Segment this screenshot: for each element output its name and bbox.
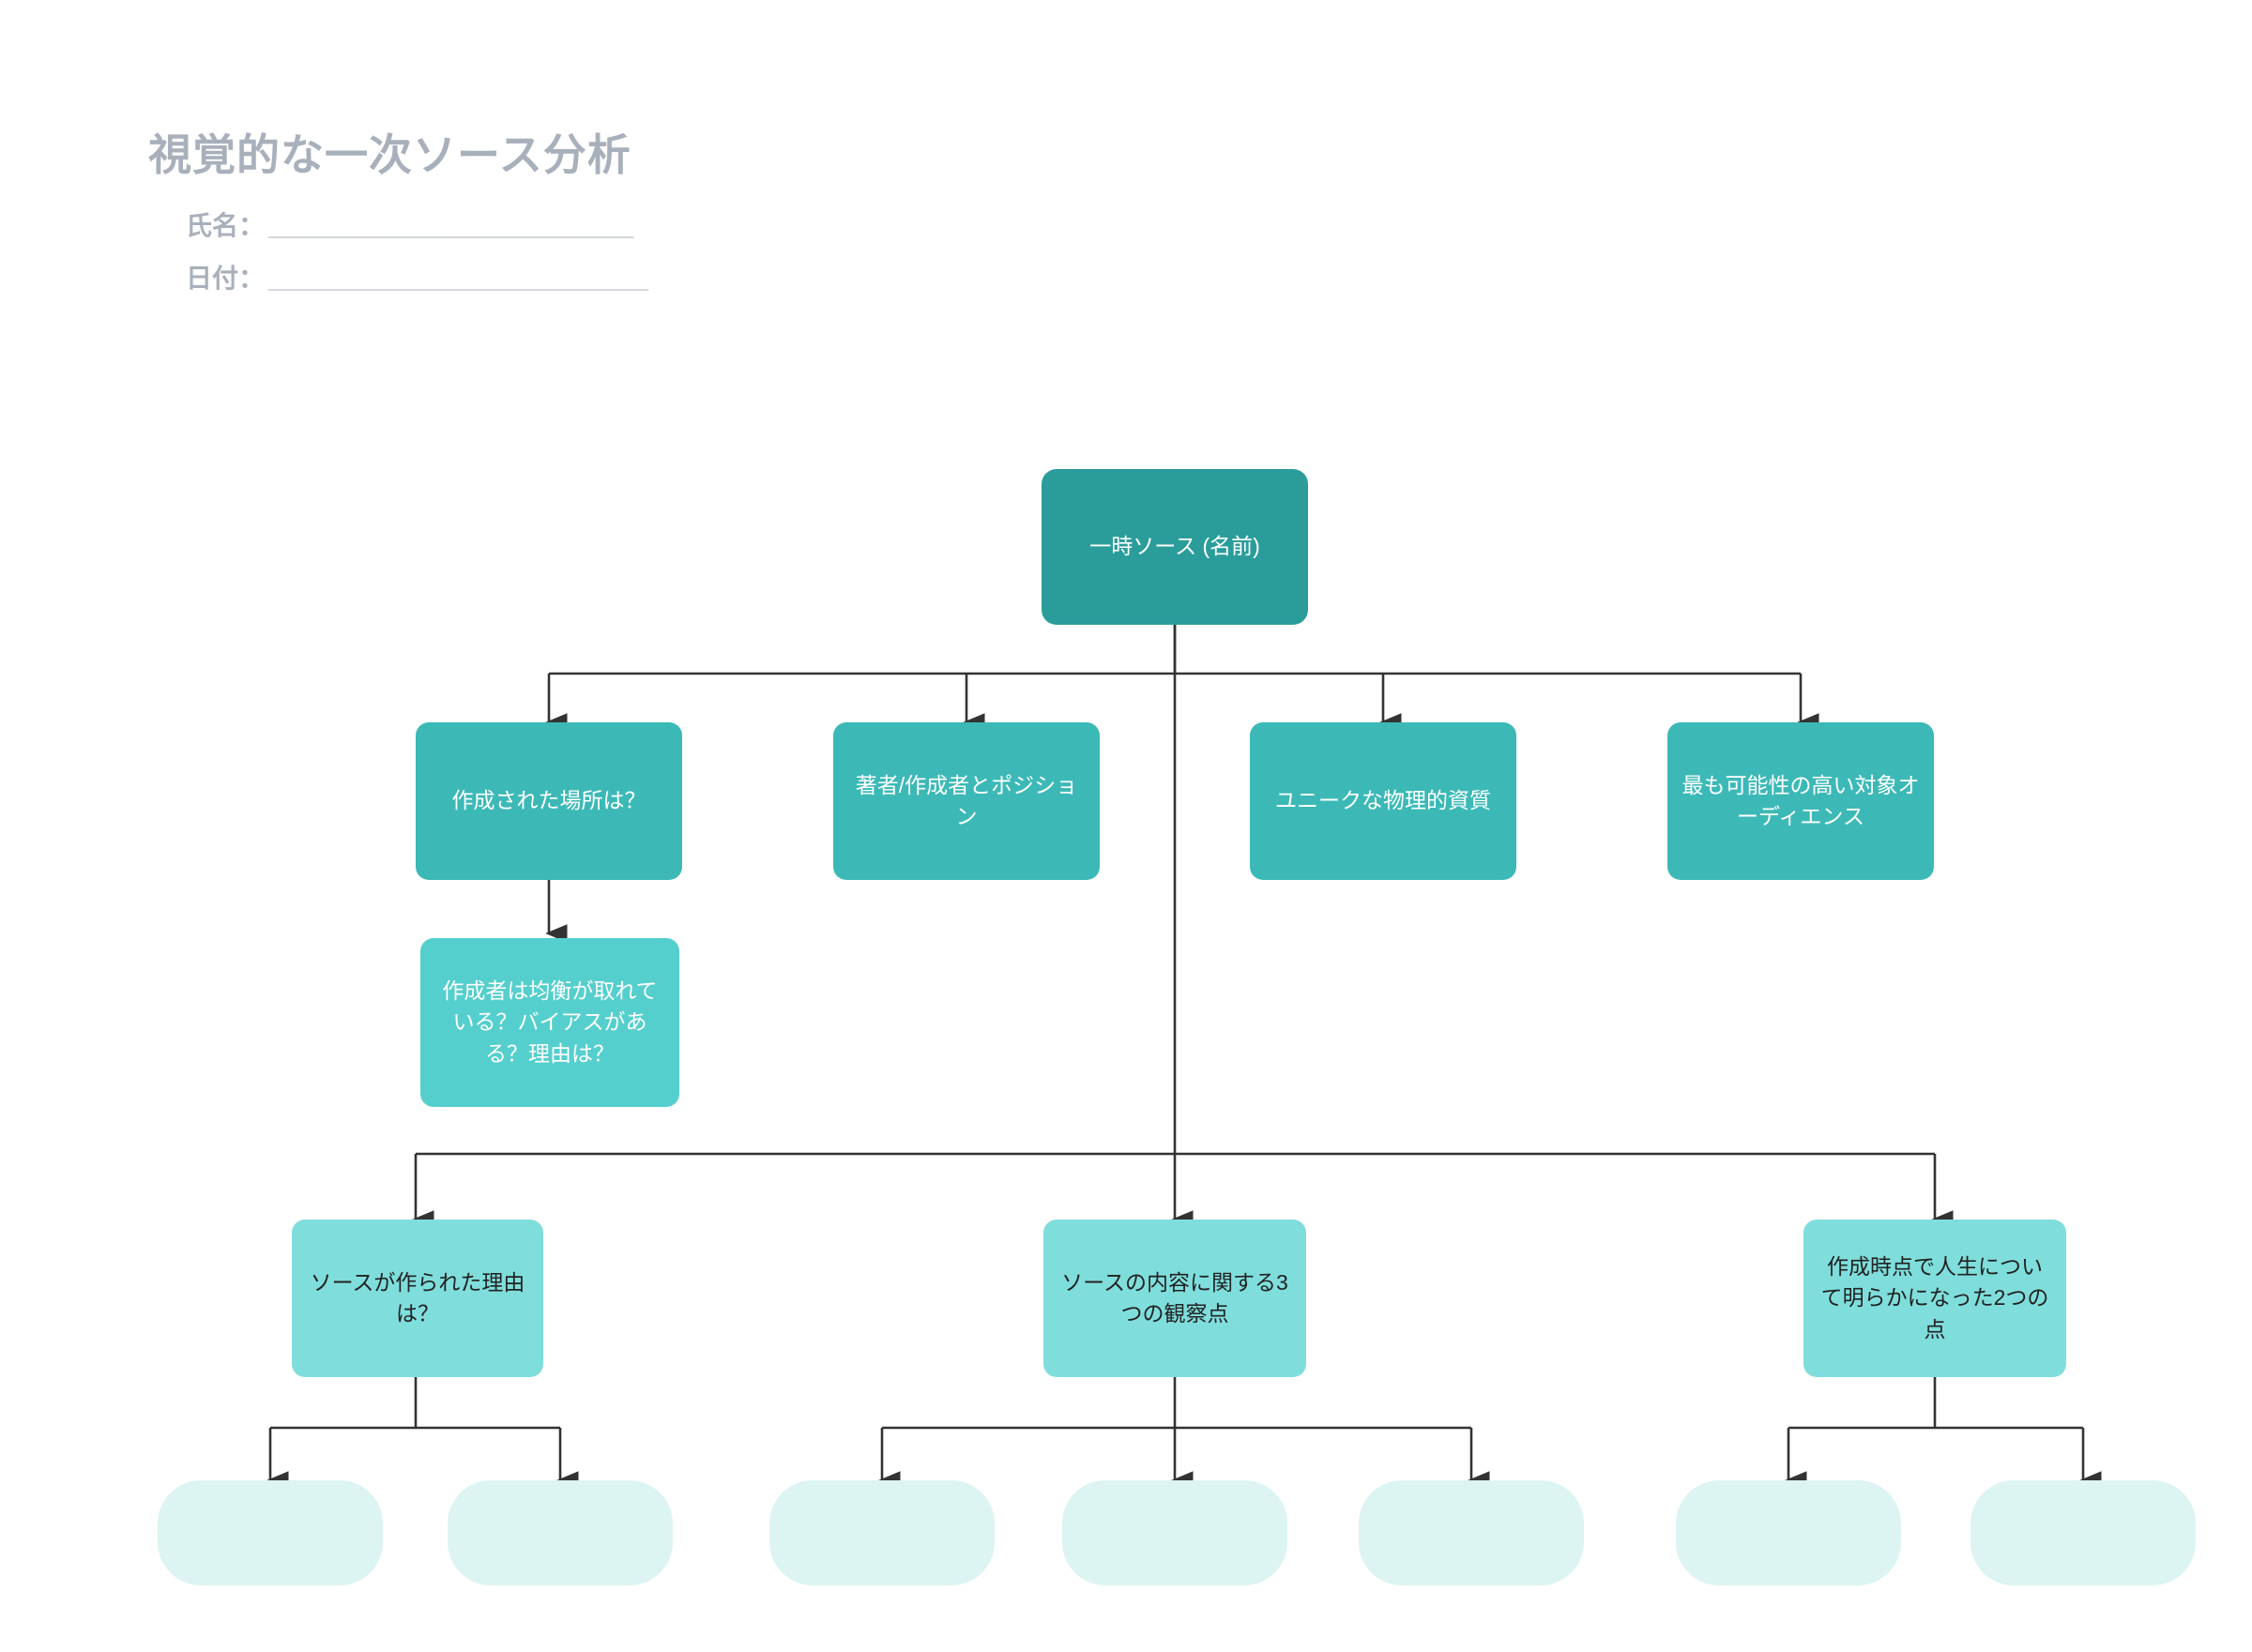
- blank-answer-box-3[interactable]: [769, 1480, 995, 1585]
- blank-answer-box-7[interactable]: [1970, 1480, 2196, 1585]
- name-field-blank[interactable]: _________________________: [268, 210, 634, 240]
- blank-answer-box-6[interactable]: [1676, 1480, 1901, 1585]
- blank-answer-box-5[interactable]: [1359, 1480, 1584, 1585]
- date-field-label: 日付：: [186, 263, 266, 293]
- node-creator-balanced-bias[interactable]: 作成者は均衡が取れている？バイアスがある？理由は？: [420, 938, 679, 1107]
- name-field-label: 氏名：: [186, 210, 266, 240]
- blank-answer-box-4[interactable]: [1062, 1480, 1287, 1585]
- date-field-blank[interactable]: __________________________: [268, 263, 648, 293]
- node-root-primary-source[interactable]: 一時ソース (名前): [1042, 469, 1308, 625]
- date-field-row: 日付： __________________________: [186, 258, 1274, 296]
- header: 視覚的な一次ソース分析 氏名： ________________________…: [148, 131, 1274, 311]
- node-likely-target-audience[interactable]: 最も可能性の高い対象オーディエンス: [1667, 722, 1934, 880]
- node-three-observations[interactable]: ソースの内容に関する3つの観察点: [1043, 1220, 1306, 1377]
- blank-answer-box-2[interactable]: [448, 1480, 673, 1585]
- node-two-life-insights[interactable]: 作成時点で人生について明らかになった2つの点: [1803, 1220, 2066, 1377]
- node-author-creator-position[interactable]: 著者/作成者とポジション: [833, 722, 1100, 880]
- page-title: 視覚的な一次ソース分析: [148, 130, 631, 179]
- node-why-source-created[interactable]: ソースが作られた理由は？: [292, 1220, 543, 1377]
- blank-answer-box-1[interactable]: [158, 1480, 383, 1585]
- name-field-row: 氏名： _________________________: [186, 205, 1274, 243]
- node-unique-physical-qualities[interactable]: ユニークな物理的資質: [1250, 722, 1516, 880]
- node-where-created[interactable]: 作成された場所は？: [416, 722, 682, 880]
